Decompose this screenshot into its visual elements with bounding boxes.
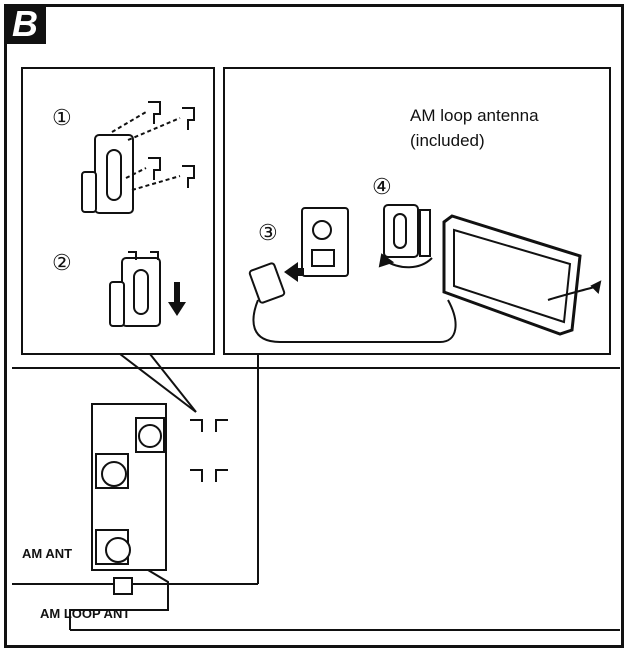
terminal-knob <box>95 417 165 595</box>
hook-marks <box>190 419 228 482</box>
step-2-label: ② <box>52 250 72 275</box>
step-2-stand-assembled <box>109 251 161 327</box>
am-loop-ant-label: AM LOOP ANT <box>40 606 130 621</box>
am-ant-label: AM ANT <box>22 546 72 561</box>
callout-subtitle: (included) <box>410 131 485 150</box>
step-4-clip <box>383 204 431 258</box>
inset-panel-connection <box>223 67 611 355</box>
step-3-plug <box>248 262 286 304</box>
step-1-stand-assembly <box>81 101 195 214</box>
callout-lines <box>119 353 197 413</box>
rotate-arrow-icon <box>378 253 433 269</box>
step-4-label: ④ <box>372 174 392 199</box>
callout-title: AM loop antenna <box>410 106 539 125</box>
right-arrow-icon <box>284 262 304 282</box>
step-3-jack <box>301 207 349 277</box>
figure-badge: B <box>4 4 46 44</box>
step-1-label: ① <box>52 105 72 130</box>
antenna-cable <box>252 299 457 343</box>
step-3-label: ③ <box>258 220 278 245</box>
rear-panel <box>12 354 620 631</box>
swivel-arrow-icon <box>547 280 602 301</box>
loop-antenna <box>442 214 582 336</box>
inset-panel-assembly <box>21 67 215 355</box>
down-arrow-icon <box>168 282 186 316</box>
